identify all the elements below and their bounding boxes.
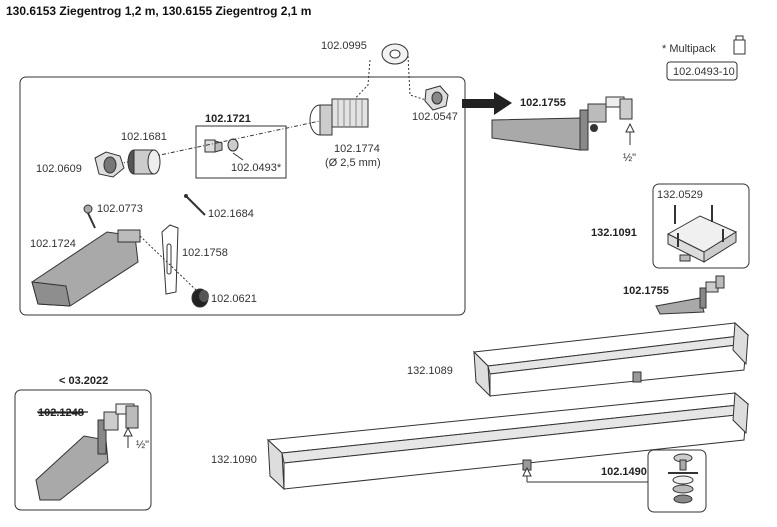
- thread-size-old: ½": [136, 439, 149, 451]
- part-label-102-1774: 102.1774: [334, 143, 380, 155]
- pin-icon: [184, 194, 206, 216]
- connector-arrow-icon: [522, 466, 648, 483]
- part-label-102-0621: 102.0621: [211, 293, 257, 305]
- old-version-label: < 03.2022: [59, 375, 108, 387]
- group-box-old-version: [14, 389, 152, 511]
- multipack-part-box: [666, 61, 738, 81]
- group-box-102-1721: [195, 125, 287, 179]
- thread-size-top: ½": [623, 152, 636, 164]
- part-note-102-1774: (Ø 2,5 mm): [325, 157, 381, 169]
- cylinder-icon: [127, 149, 161, 175]
- arrow-right-icon: [462, 92, 512, 115]
- trough-short-icon: [472, 321, 750, 398]
- group-box-102-1490: [647, 449, 707, 513]
- part-label-132-0529: 132.0529: [657, 189, 703, 201]
- arrow-up-icon: [625, 122, 635, 145]
- multipack-label: * Multipack: [662, 43, 716, 55]
- part-label-102-1248: 102.1248: [38, 407, 84, 419]
- bracket-icon: [161, 224, 179, 295]
- part-label-102-1721: 102.1721: [205, 113, 251, 125]
- arrow-up-old-icon: [123, 426, 133, 448]
- part-label-102-0609: 102.0609: [36, 163, 82, 175]
- part-label-132-1090: 132.1090: [211, 454, 257, 466]
- page-title: 130.6153 Ziegentrog 1,2 m, 130.6155 Zieg…: [6, 4, 311, 18]
- part-label-102-1755-mid: 102.1755: [623, 285, 669, 297]
- part-label-132-1089: 132.1089: [407, 365, 453, 377]
- nut-icon: [424, 85, 449, 111]
- float-icon: [31, 229, 141, 307]
- mounting-bracket-icon: [666, 205, 738, 263]
- part-label-102-1755-top: 102.1755: [520, 97, 566, 109]
- threaded-body-icon: [309, 98, 369, 136]
- part-label-102-1490: 102.1490: [601, 466, 647, 478]
- washer-icon: [381, 43, 409, 65]
- trough-long-icon: [266, 391, 750, 491]
- screw-icon: [83, 204, 96, 229]
- part-label-102-0773: 102.0773: [97, 203, 143, 215]
- multipack-part-number: 102.0493-10: [673, 66, 735, 78]
- group-box-132-1091: [652, 183, 750, 269]
- part-label-102-0995: 102.0995: [321, 40, 367, 52]
- float-valve-icon: [491, 96, 633, 151]
- drain-valve-icon: [668, 453, 698, 504]
- valve-insert-icon: [204, 138, 239, 153]
- part-label-102-0547: 102.0547: [412, 111, 458, 123]
- part-label-132-1091: 132.1091: [591, 227, 637, 239]
- hex-nut-icon: [94, 151, 125, 178]
- part-label-102-1684: 102.1684: [208, 208, 254, 220]
- box-icon: [733, 35, 746, 55]
- old-float-valve-icon: [35, 403, 139, 501]
- part-label-102-1758: 102.1758: [182, 247, 228, 259]
- part-label-102-1724: 102.1724: [30, 238, 76, 250]
- knob-icon: [191, 288, 209, 308]
- main-assembly-frame: [19, 76, 466, 316]
- float-valve-small-icon: [655, 275, 725, 315]
- part-label-102-0493: 102.0493*: [231, 162, 282, 174]
- part-label-102-1681: 102.1681: [121, 131, 167, 143]
- multipack-legend: * Multipack 102.0493-10: [662, 35, 746, 81]
